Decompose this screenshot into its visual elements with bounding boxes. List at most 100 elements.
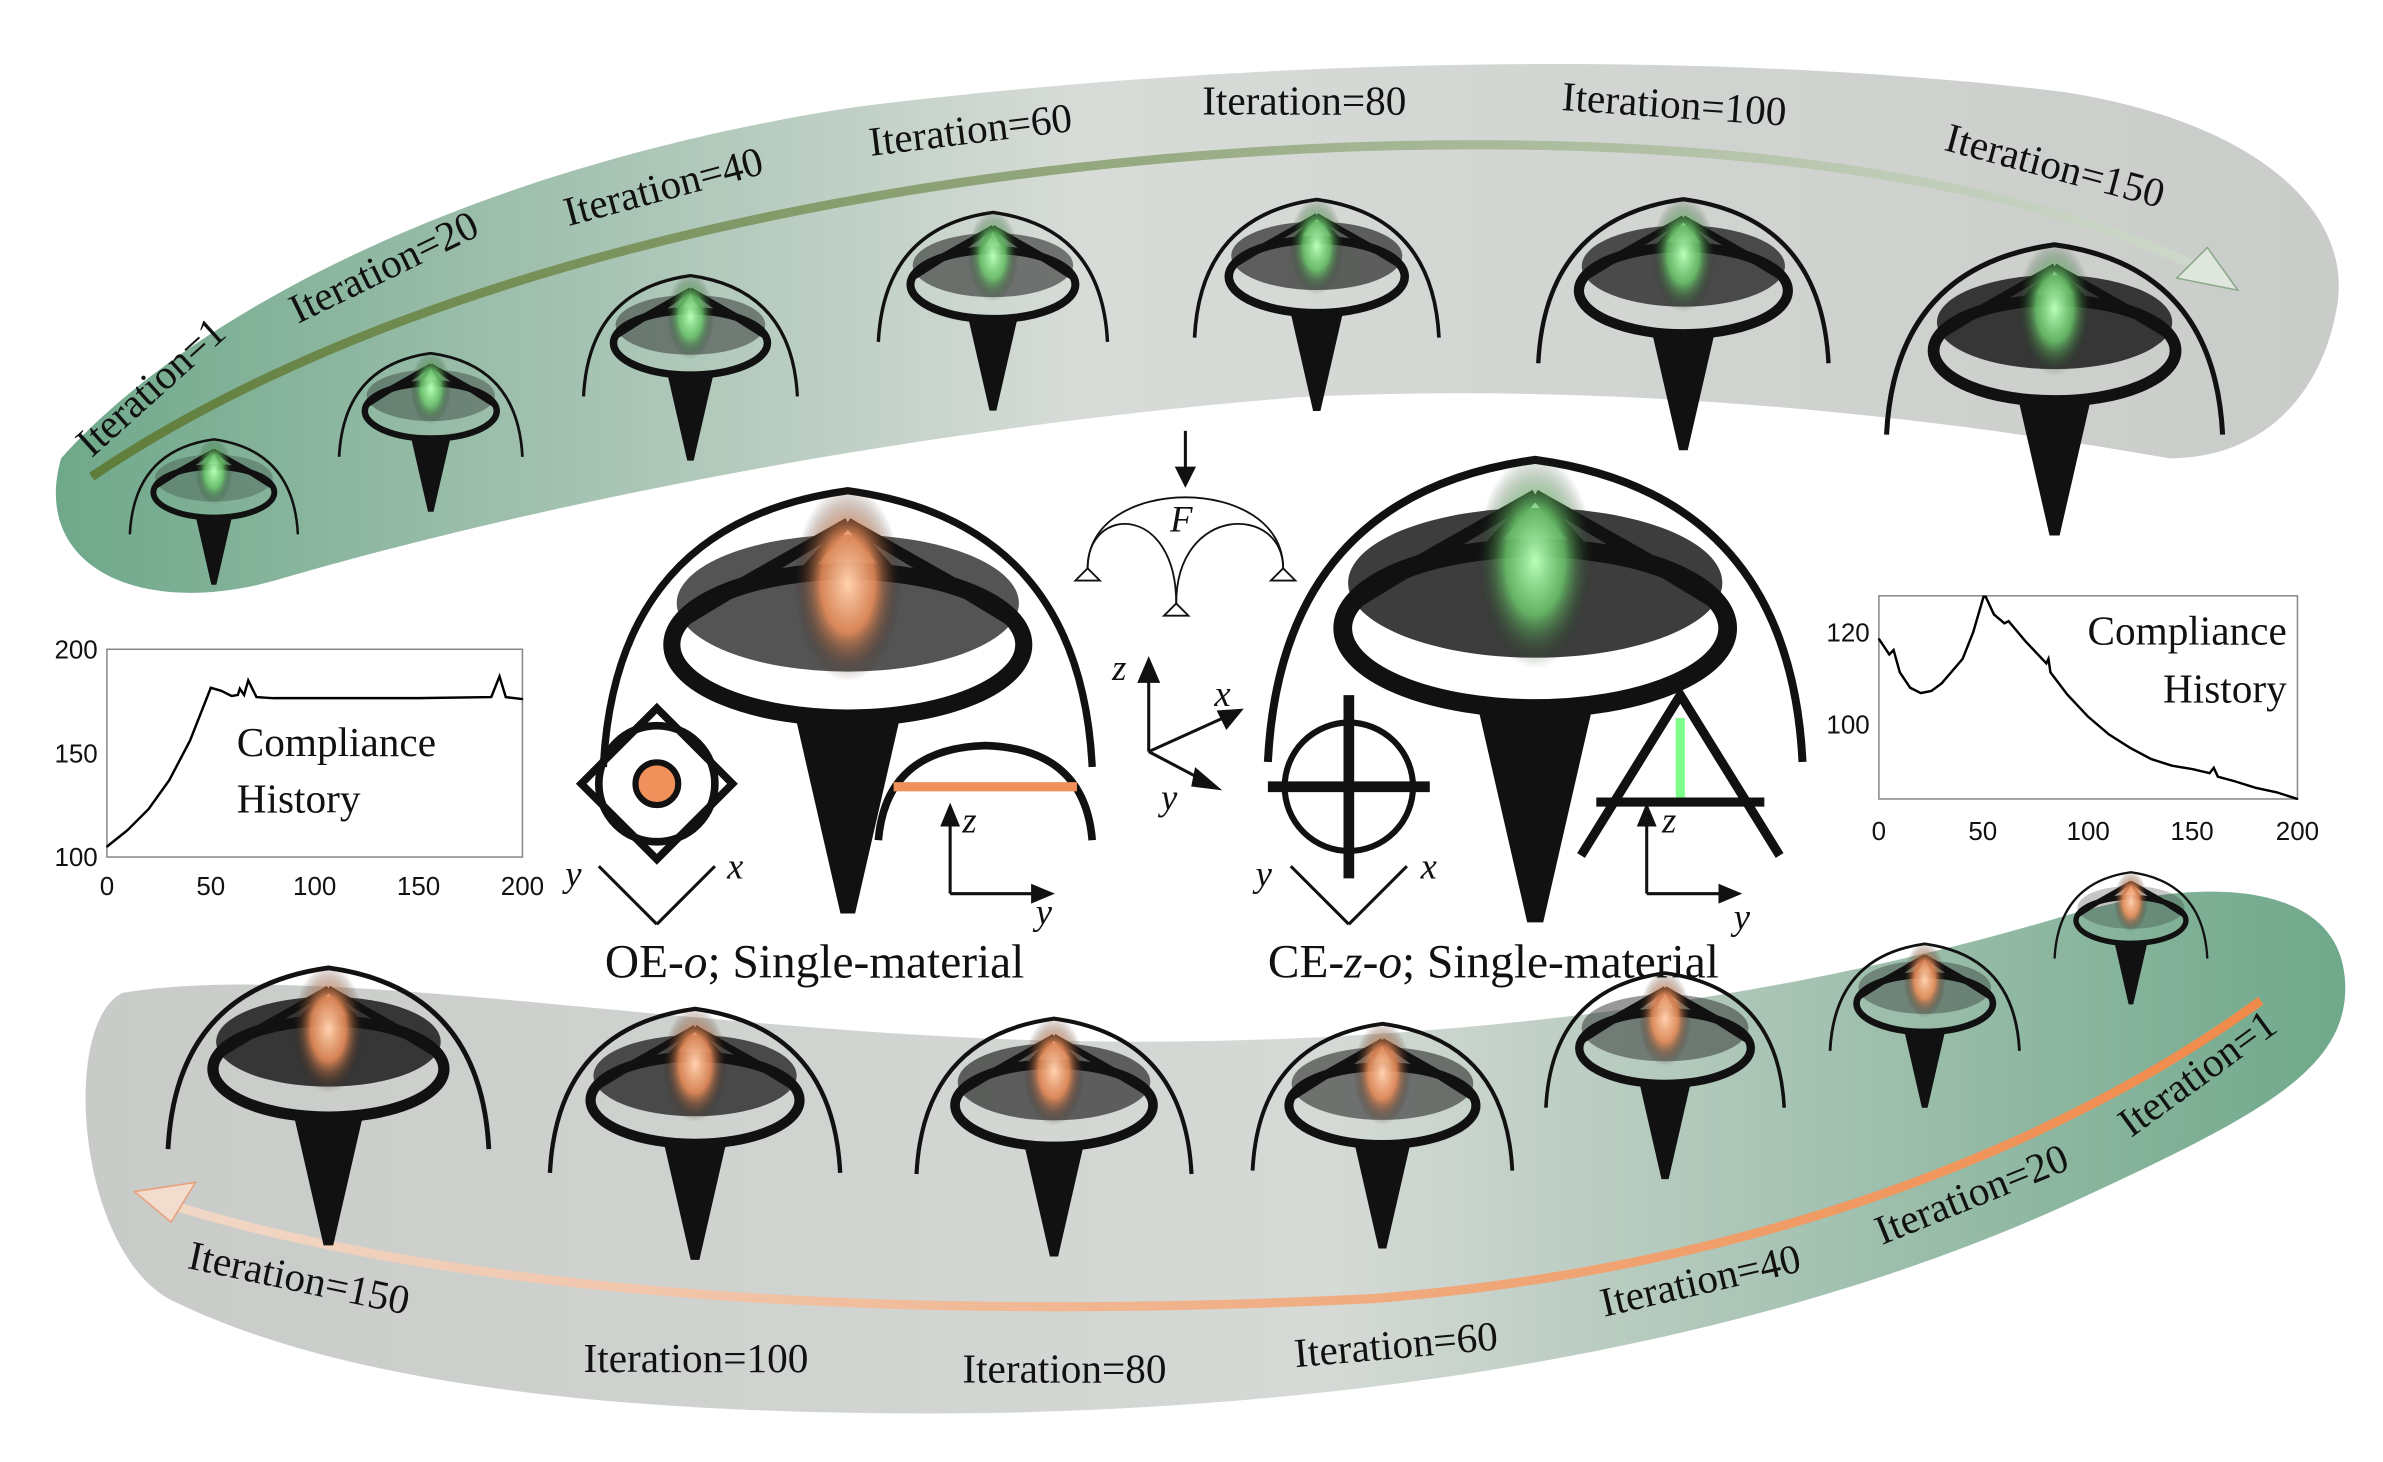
data-point: [1888, 653, 1891, 656]
data-point: [2087, 715, 2090, 718]
data-point: [417, 697, 420, 700]
dome-rendering-orange: [914, 1015, 1194, 1257]
dome-rendering-orange: [2053, 870, 2209, 1005]
right-top-view-axes: [1289, 865, 1408, 926]
data-point: [2254, 786, 2257, 789]
x-tick-label: 50: [196, 871, 225, 901]
dome-rendering-orange: [1250, 1021, 1515, 1249]
data-point: [2045, 662, 2048, 665]
data-point: [2047, 658, 2050, 660]
axis-label-x: x: [1420, 845, 1437, 886]
chart-frame: [1878, 595, 2299, 800]
dome-rendering-orange: [165, 964, 492, 1246]
axis-label-y: y: [1730, 896, 1751, 937]
dome-rendering-green: [1192, 197, 1441, 411]
data-point: [1940, 682, 1943, 685]
y-tick-label: 200: [54, 634, 97, 664]
data-point: [236, 694, 239, 696]
data-point: [106, 845, 108, 848]
axis-label-x: x: [726, 845, 743, 886]
data-point: [1982, 595, 1985, 598]
axis-label-z: z: [1111, 647, 1126, 688]
chart-title: Compliance: [237, 719, 436, 765]
dome-rendering-green: [337, 351, 524, 512]
left-design-caption: OE-o; Single-material: [605, 937, 1024, 989]
data-point: [189, 739, 191, 742]
axis-label-y: y: [561, 853, 582, 894]
data-point: [490, 696, 493, 698]
data-point: [1972, 631, 1974, 634]
chart-title: History: [2163, 666, 2287, 712]
ce-side-view: [1577, 686, 1784, 858]
data-point: [230, 695, 233, 697]
data-point: [2170, 764, 2173, 767]
data-point: [504, 696, 507, 698]
axis-label-y: y: [1252, 853, 1273, 894]
data-point: [2003, 622, 2006, 625]
data-point: [1892, 649, 1895, 651]
right-design-caption: CE-z-o; Single-material: [1268, 937, 1719, 989]
data-point: [2150, 758, 2152, 760]
bottom-arrowhead-icon: [132, 1181, 198, 1224]
data-point: [2049, 671, 2052, 674]
data-point: [1877, 638, 1880, 640]
x-tick-label: 50: [1968, 816, 1997, 846]
top-iteration-label: Iteration=80: [1202, 78, 1406, 124]
data-point: [255, 696, 258, 698]
y-tick-label: 100: [54, 842, 97, 872]
oe-top-view: [575, 702, 738, 865]
data-point: [1984, 595, 1987, 598]
data-point: [247, 679, 250, 682]
data-point: [2129, 746, 2131, 749]
x-tick-label: 100: [293, 871, 336, 901]
y-tick-label: 100: [1826, 709, 1869, 739]
x-tick-label: 150: [397, 871, 440, 901]
chart-title: History: [237, 776, 361, 822]
final-design-ce: [1263, 454, 1807, 923]
dome-rendering-orange: [1828, 941, 2021, 1108]
x-tick-label: 100: [2067, 816, 2110, 846]
dome-rendering-green: [1884, 241, 2226, 536]
axis-label-z: z: [1661, 800, 1676, 841]
data-point: [1919, 692, 1922, 695]
data-point: [243, 694, 245, 696]
x-tick-label: 200: [501, 871, 544, 901]
data-point: [1961, 658, 1964, 660]
data-point: [2007, 620, 2010, 623]
dome-rendering-green: [876, 210, 1110, 411]
data-point: [313, 697, 316, 700]
dome-rendering-green: [1536, 196, 1831, 451]
top-progress-arrow: [89, 140, 2218, 481]
data-point: [521, 698, 524, 701]
right-compliance-chart: 100 120 0 50 100 150 200 Compliance Hist…: [1826, 595, 2319, 846]
x-tick-label: 0: [100, 871, 114, 901]
axis-label-x: x: [1213, 673, 1230, 714]
x-tick-label: 150: [2170, 816, 2213, 846]
data-point: [147, 808, 150, 811]
y-tick-label: 150: [54, 738, 97, 768]
left-top-view-axes: [597, 865, 716, 926]
compliance-history-line: [106, 672, 523, 848]
chart-title: Compliance: [2088, 608, 2287, 654]
coordinate-axes: [1137, 656, 1244, 791]
data-point: [2217, 775, 2219, 778]
data-point: [2212, 766, 2215, 769]
data-point: [1898, 671, 1901, 674]
data-point: [126, 829, 129, 831]
ce-top-view: [1267, 695, 1430, 879]
dome-rendering-green: [128, 437, 300, 585]
x-tick-label: 0: [1872, 816, 1886, 846]
left-side-view-axes: [940, 802, 1055, 904]
data-point: [2066, 693, 2069, 696]
axis-label-y: y: [1157, 777, 1178, 818]
x-tick-label: 200: [2276, 816, 2319, 846]
data-point: [238, 687, 241, 690]
data-point: [168, 779, 171, 782]
data-point: [2275, 791, 2278, 794]
bottom-progress-arrow: [151, 996, 2264, 1312]
oe-side-view: [874, 741, 1097, 841]
data-point: [2233, 780, 2236, 783]
force-label: F: [1169, 499, 1193, 540]
data-point: [2208, 772, 2211, 775]
final-design-oe: [599, 485, 1096, 914]
